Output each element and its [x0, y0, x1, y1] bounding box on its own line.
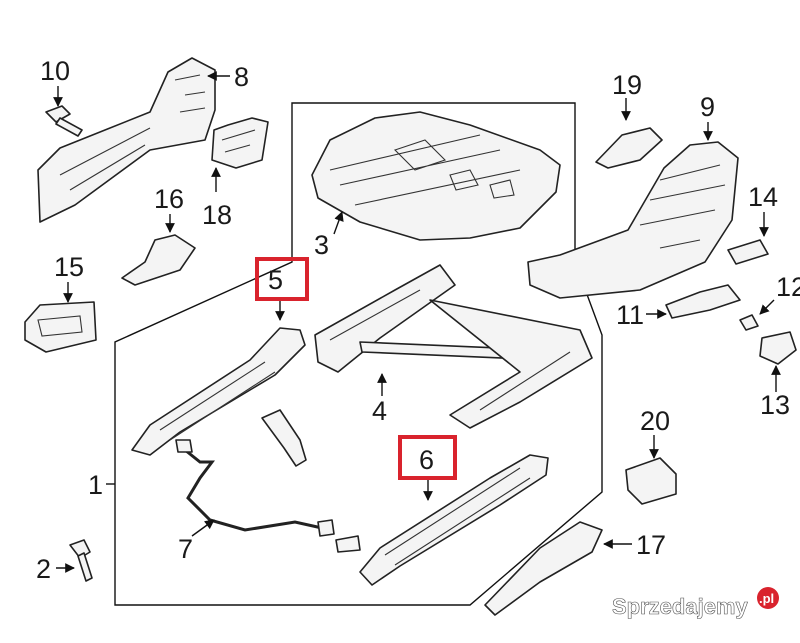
callout-11: 11 — [616, 300, 644, 330]
part-4-seat-frame — [314, 264, 593, 429]
part-14-cap — [727, 239, 769, 265]
part-16-bracket — [121, 234, 196, 286]
part-12-screw — [739, 314, 759, 331]
watermark: Sprzedajemy .pl — [612, 587, 779, 619]
part-5-seat-rail-left — [131, 327, 306, 456]
callout-13: 13 — [760, 390, 790, 420]
part-3-cushion-pan — [311, 111, 561, 241]
callout-4: 4 — [372, 396, 387, 426]
part-11-lever-handle — [665, 284, 741, 319]
callout-17: 17 — [636, 530, 666, 560]
callout-19: 19 — [612, 70, 642, 100]
seat-frame-group-outline — [114, 102, 603, 606]
part-20-clip — [625, 457, 677, 505]
callout-7: 7 — [178, 534, 193, 564]
callout-10: 10 — [40, 56, 70, 86]
callout-9: 9 — [700, 92, 715, 122]
callout-2: 2 — [36, 554, 51, 584]
part-19-bracket — [595, 127, 663, 169]
callout-1: 1 — [88, 470, 103, 500]
part-18-bracket — [211, 117, 269, 169]
callout-16: 16 — [154, 184, 184, 214]
callout-14: 14 — [748, 182, 778, 212]
callout-20: 20 — [640, 406, 670, 436]
part-2-bolt — [69, 539, 93, 582]
leader-lines — [53, 71, 781, 573]
callout-6: 6 — [419, 445, 434, 475]
part-17-trim — [484, 521, 603, 616]
watermark-text: Sprzedajemy — [612, 594, 748, 619]
callout-3: 3 — [314, 230, 329, 260]
part-10-bolt — [45, 105, 83, 137]
part-7-wire-rod — [175, 439, 361, 553]
slide-bracket — [261, 409, 307, 467]
highlight-box-5 — [255, 257, 309, 301]
part-9-side-cover-right — [527, 141, 739, 299]
callout-18: 18 — [202, 200, 232, 230]
callout-12: 12 — [776, 272, 800, 302]
watermark-dot-badge — [757, 587, 779, 609]
part-6-seat-rail-right — [359, 454, 549, 586]
callout-15: 15 — [54, 252, 84, 282]
callout-5: 5 — [268, 265, 283, 295]
highlight-box-6 — [398, 435, 457, 480]
part-13-clip — [759, 331, 797, 365]
callout-8: 8 — [234, 62, 249, 92]
part-8-side-cover — [37, 57, 216, 223]
part-15-cover — [24, 301, 97, 353]
watermark-suffix: .pl — [759, 591, 774, 606]
